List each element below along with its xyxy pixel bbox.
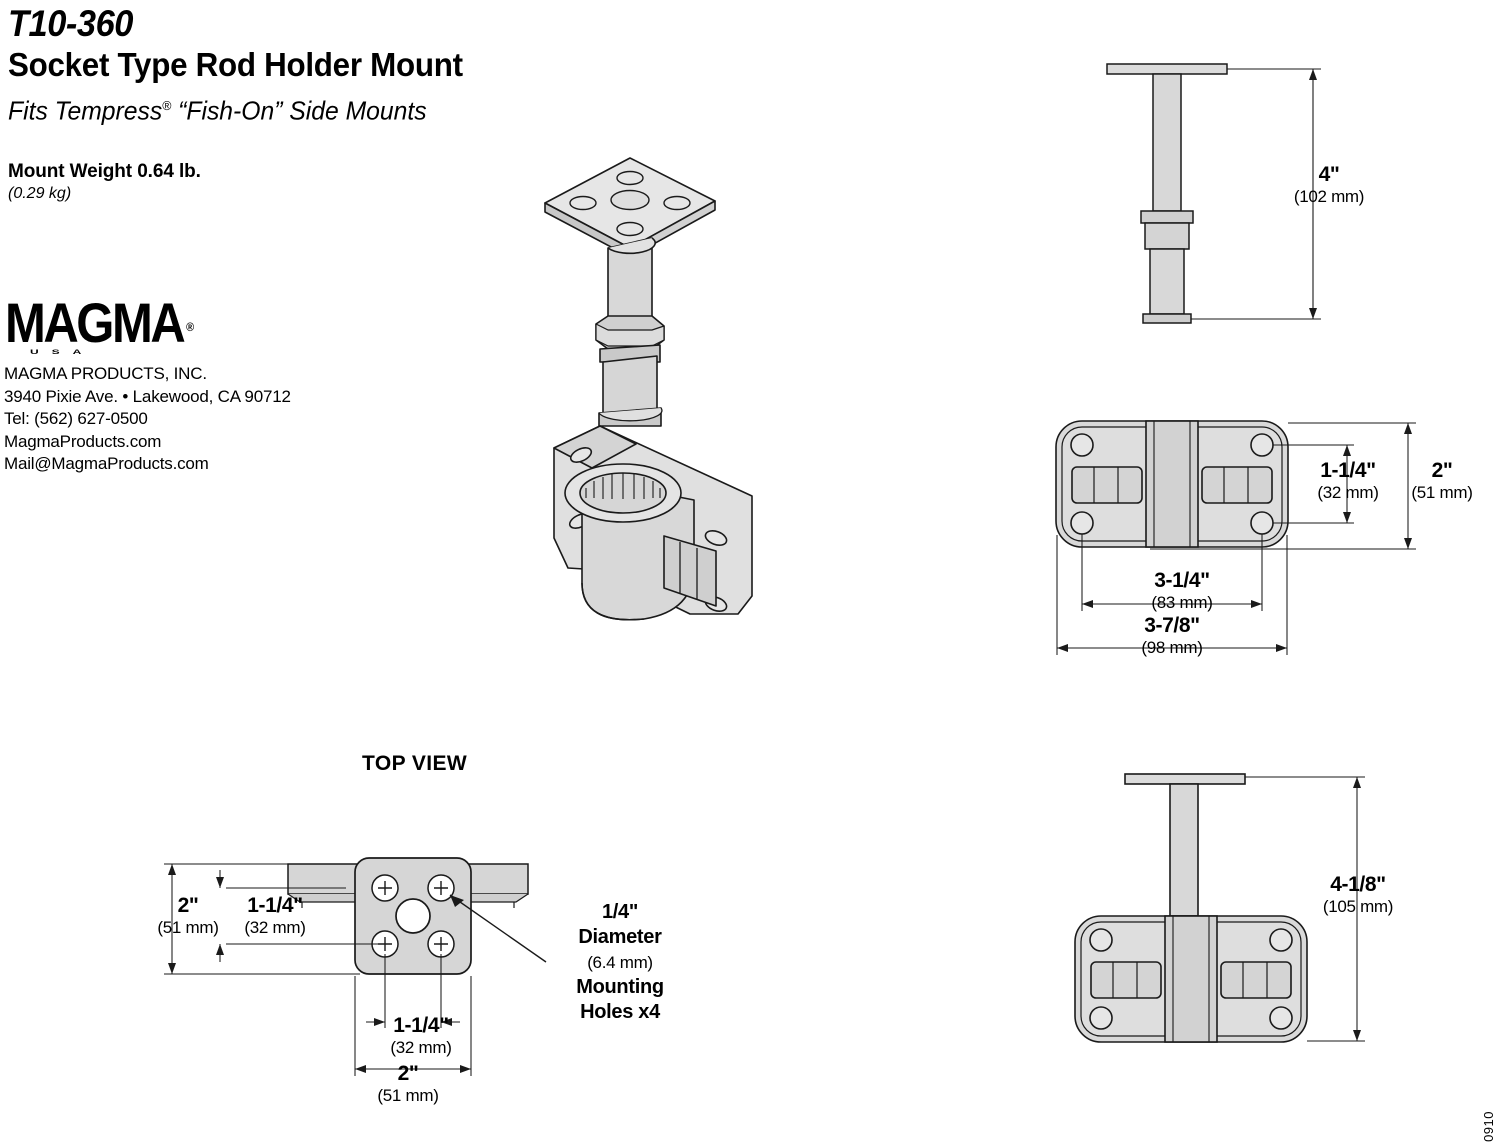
dim-front-hole-spacing-vertical-imperial: 1-1/4" xyxy=(1320,459,1376,482)
mount-weight: Mount Weight 0.64 lb. xyxy=(8,161,201,182)
dim-side-height-imperial: 4" xyxy=(1318,163,1340,186)
side-elevation-drawing xyxy=(1085,50,1375,340)
dim-top-plate-height: 2" (51 mm) xyxy=(150,895,226,936)
dim-front-hole-spacing-vertical: 1-1/4" (32 mm) xyxy=(1300,460,1396,501)
dim-front-width-metric: (98 mm) xyxy=(1141,638,1203,657)
dim-assembly-height: 4-1/8" (105 mm) xyxy=(1298,874,1418,915)
callout-line-holes-count: Holes x4 xyxy=(580,1001,660,1023)
dim-top-plate-height-imperial: 2" xyxy=(177,894,199,917)
callout-line-diameter-metric: (6.4 mm) xyxy=(587,953,653,972)
dim-top-hole-spacing-vertical: 1-1/4" (32 mm) xyxy=(222,895,328,936)
dim-top-hole-spacing-vertical-imperial: 1-1/4" xyxy=(247,894,303,917)
title-block: T10-360 Socket Type Rod Holder Mount Fit… xyxy=(8,4,708,127)
top-view-drawing xyxy=(150,850,550,1110)
dim-front-hole-spacing-horizontal-imperial: 3-1/4" xyxy=(1154,569,1210,592)
magma-usa-subtext: USA xyxy=(30,348,95,356)
subtitle-post: “Fish-On” Side Mounts xyxy=(171,95,427,126)
magma-wordmark: MAGMA® xyxy=(5,295,194,351)
dim-top-plate-width: 2" (51 mm) xyxy=(355,1063,461,1104)
dim-assembly-height-imperial: 4-1/8" xyxy=(1330,873,1386,896)
isometric-post-assembly-drawing xyxy=(520,138,750,428)
dim-side-height: 4" (102 mm) xyxy=(1274,164,1384,205)
magma-logo: MAGMA® USA xyxy=(5,295,335,362)
company-name: MAGMA PRODUCTS, INC. xyxy=(4,364,207,383)
dim-front-height: 2" (51 mm) xyxy=(1396,460,1488,501)
revision-code: 0910 xyxy=(1481,1111,1496,1142)
dim-top-plate-width-imperial: 2" xyxy=(397,1062,419,1085)
isometric-socket-body-drawing xyxy=(540,418,775,643)
company-phone: Tel: (562) 627-0500 xyxy=(4,409,148,428)
page-title: Socket Type Rod Holder Mount xyxy=(8,46,463,83)
callout-line-diameter-value: 1/4" xyxy=(601,901,639,923)
weight-block: Mount Weight 0.64 lb. (0.29 kg) xyxy=(8,160,428,204)
dim-front-hole-spacing-vertical-metric: (32 mm) xyxy=(1317,483,1379,502)
callout-line-mounting: Mounting xyxy=(576,976,664,998)
product-subtitle: Fits Tempress® “Fish-On” Side Mounts xyxy=(8,90,673,127)
top-view-label: TOP VIEW xyxy=(362,752,468,775)
dim-assembly-height-metric: (105 mm) xyxy=(1322,897,1394,916)
dim-side-height-metric: (102 mm) xyxy=(1293,187,1365,206)
dim-front-width: 3-7/8" (98 mm) xyxy=(1112,615,1232,656)
registered-mark-icon: ® xyxy=(186,320,195,335)
dim-top-plate-width-metric: (51 mm) xyxy=(377,1086,439,1105)
assembly-elevation-drawing xyxy=(1055,760,1455,1045)
callout-mounting-holes: 1/4" Diameter (6.4 mm) Mounting Holes x4 xyxy=(540,900,700,1025)
subtitle-pre: Fits Tempress xyxy=(8,95,163,126)
callout-line-diameter-label: Diameter xyxy=(578,926,662,948)
company-street: 3940 Pixie Ave. • Lakewood, CA 90712 xyxy=(4,386,291,406)
dim-front-width-imperial: 3-7/8" xyxy=(1144,614,1200,637)
mount-weight-metric: (0.29 kg) xyxy=(8,185,72,202)
dim-top-plate-height-metric: (51 mm) xyxy=(157,918,219,937)
registered-mark-icon: ® xyxy=(162,98,172,113)
model-number: T10-360 xyxy=(8,3,133,44)
company-email: Mail@MagmaProducts.com xyxy=(4,454,209,473)
dim-front-hole-spacing-horizontal: 3-1/4" (83 mm) xyxy=(1122,570,1242,611)
magma-wordmark-text: MAGMA xyxy=(5,291,186,355)
dim-top-hole-spacing-horizontal: 1-1/4" (32 mm) xyxy=(368,1015,474,1056)
company-website: MagmaProducts.com xyxy=(4,431,162,451)
front-view-base-plate-drawing xyxy=(1050,415,1470,665)
dim-top-hole-spacing-horizontal-metric: (32 mm) xyxy=(390,1038,452,1057)
dim-top-hole-spacing-vertical-metric: (32 mm) xyxy=(244,918,306,937)
dim-front-height-imperial: 2" xyxy=(1431,459,1453,482)
dim-top-hole-spacing-horizontal-imperial: 1-1/4" xyxy=(393,1014,449,1037)
dim-front-hole-spacing-horizontal-metric: (83 mm) xyxy=(1151,593,1213,612)
dim-front-height-metric: (51 mm) xyxy=(1411,483,1473,502)
company-address-block: MAGMA PRODUCTS, INC. 3940 Pixie Ave. • L… xyxy=(4,363,344,476)
